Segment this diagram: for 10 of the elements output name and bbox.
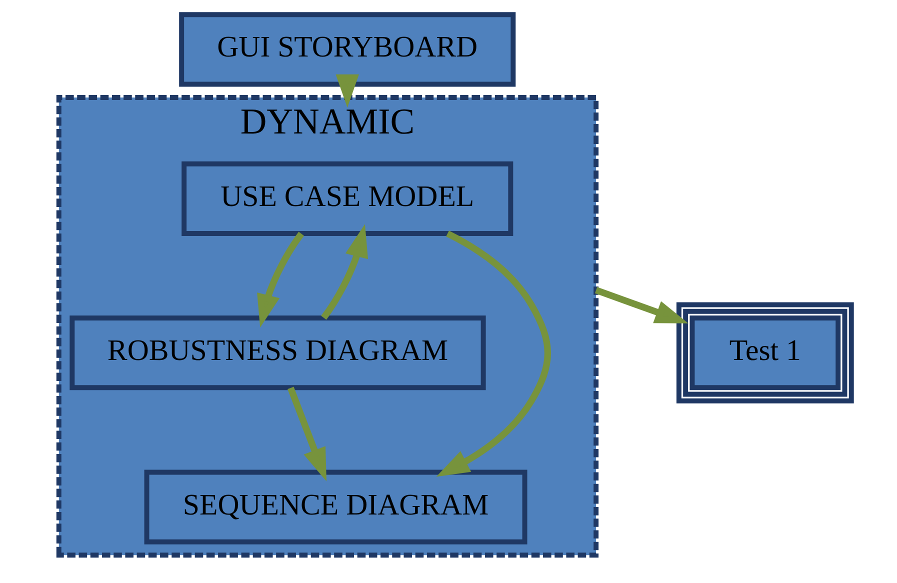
arrow: [594, 287, 688, 324]
arrow: [257, 232, 304, 328]
node-box: SEQUENCE DIAGRAM: [144, 470, 528, 544]
node-box: USE CASE MODEL: [182, 161, 514, 236]
arrow: [336, 74, 359, 108]
node-box: ROBUSTNESS DIAGRAM: [70, 316, 486, 390]
arrow: [321, 224, 368, 320]
node-box: Test 1: [676, 302, 854, 404]
arrow: [288, 386, 327, 482]
arrow: [436, 230, 551, 477]
